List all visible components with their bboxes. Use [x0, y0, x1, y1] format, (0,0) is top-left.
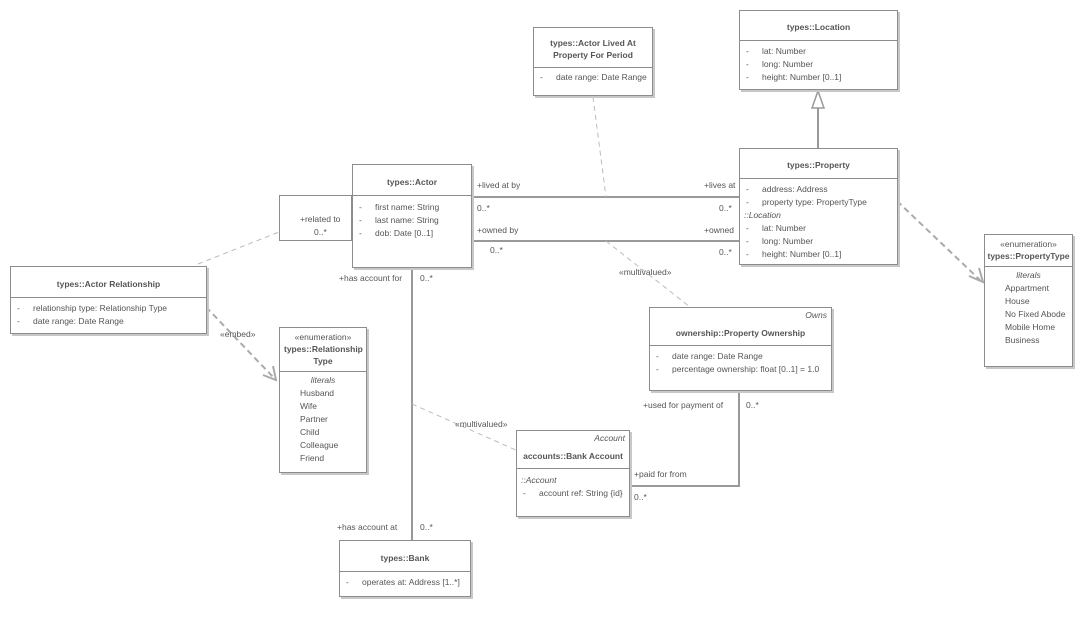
lived-at-by-multiplicity: 0..*: [477, 203, 490, 213]
attribute-row: -long: Number: [746, 236, 814, 246]
literals-header: literals: [1016, 270, 1041, 280]
attribute-row: -property type: PropertyType: [746, 197, 867, 207]
lived-at-attributes: -date range: Date Range: [534, 67, 652, 84]
attribute-row: -percentage ownership: float [0..1] = 1.…: [656, 364, 820, 374]
literals-header: literals: [310, 375, 336, 385]
attribute-row: -height: Number [0..1]: [746, 249, 842, 259]
attribute-row: -address: Address: [746, 184, 828, 194]
location-attributes: -lat: Number -long: Number -height: Numb…: [740, 40, 897, 84]
multivalued-label-ownership: «multivalued»: [619, 267, 672, 277]
property-ownership-attributes: -date range: Date Range -percentage owne…: [650, 345, 831, 376]
related-to-multiplicity: 0..*: [314, 227, 327, 237]
paid-for-from-multiplicity: 0..*: [634, 492, 647, 502]
has-account-at-label: +has account at: [337, 522, 398, 532]
actor-relationship-attributes: -relationship type: Relationship Type -d…: [11, 297, 206, 328]
owned-by-label: +owned by: [477, 225, 519, 235]
literal-item: Mobile Home: [1005, 322, 1056, 332]
location-class[interactable]: types::Location -lat: Number -long: Numb…: [739, 10, 898, 90]
used-for-payment-label: +used for payment of: [643, 400, 724, 410]
lived-at-class[interactable]: types::Actor Lived At Property For Perio…: [533, 27, 653, 96]
attribute-row: -dob: Date [0..1]: [359, 228, 434, 238]
property-ownership-title: ownership::Property Ownership: [675, 328, 806, 338]
literal-item: Business: [1005, 335, 1040, 345]
property-ownership-class[interactable]: Owns ownership::Property Ownership -date…: [649, 307, 832, 391]
actor-attributes: -first name: String -last name: String -…: [353, 195, 471, 240]
embed-dependency-line-2: [896, 200, 981, 281]
property-type-enum[interactable]: «enumeration» types::PropertyType litera…: [984, 234, 1073, 367]
lived-at-by-label: +lived at by: [477, 180, 521, 190]
payment-association: [629, 391, 740, 487]
bank-account-title: accounts::Bank Account: [523, 451, 623, 461]
property-class-title: types::Property: [787, 160, 850, 170]
bank-account-class[interactable]: Account accounts::Bank Account ::Account…: [516, 430, 630, 517]
bank-account-assoc-class-link: [411, 403, 519, 452]
inherited-header: ::Account: [521, 475, 557, 485]
relationship-type-literals: literals Husband Wife Partner Child Coll…: [280, 371, 366, 465]
enumeration-stereotype: «enumeration»: [1000, 239, 1057, 249]
embed-arrowhead: [262, 365, 278, 382]
literal-item: Child: [300, 427, 320, 437]
attribute-row: -date range: Date Range: [17, 316, 124, 326]
literal-item: Appartment: [1005, 283, 1049, 293]
embed-arrowhead-2: [968, 267, 985, 284]
relationship-type-title: types::Relationship Type: [284, 344, 363, 366]
used-for-payment-multiplicity: 0..*: [746, 400, 759, 410]
actor-relationship-class[interactable]: types::Actor Relationship -relationship …: [10, 266, 207, 334]
literal-item: House: [1005, 296, 1030, 306]
has-account-for-multiplicity: 0..*: [420, 273, 433, 283]
literal-item: Colleague: [300, 440, 339, 450]
related-to-label-box[interactable]: [279, 195, 352, 241]
lived-at-class-title: types::Actor Lived At Property For Perio…: [550, 38, 636, 60]
attribute-row: -date range: Date Range: [656, 351, 763, 361]
lives-at-multiplicity: 0..*: [719, 203, 732, 213]
has-account-at-multiplicity: 0..*: [420, 522, 433, 532]
embed-dependency-line: [205, 306, 275, 379]
inherited-header: ::Location: [744, 210, 781, 220]
literal-item: Husband: [300, 388, 335, 398]
actor-relationship-title: types::Actor Relationship: [56, 279, 161, 289]
embed-label: «embed»: [220, 329, 256, 339]
related-to-label: +related to: [300, 214, 341, 224]
bank-attributes: -operates at: Address [1..*]: [340, 571, 470, 589]
attribute-row: -date range: Date Range: [540, 72, 647, 82]
attribute-row: -height: Number [0..1]: [746, 72, 842, 82]
property-class[interactable]: types::Property -address: Address -prope…: [739, 148, 898, 265]
attribute-row: -relationship type: Relationship Type: [17, 303, 168, 313]
owned-label: +owned: [704, 225, 735, 235]
owned-multiplicity: 0..*: [719, 247, 732, 257]
literal-item: Wife: [300, 401, 317, 411]
has-account-for-label: +has account for: [339, 273, 403, 283]
literal-item: Partner: [300, 414, 328, 424]
multivalued-label-bank-account: «multivalued»: [455, 419, 508, 429]
attribute-row: -lat: Number: [746, 223, 806, 233]
attribute-row: -last name: String: [359, 215, 439, 225]
relationship-assoc-class-link: [197, 231, 280, 265]
bank-class-title: types::Bank: [380, 553, 430, 563]
literal-item: Friend: [300, 453, 325, 463]
account-tag: Account: [594, 433, 625, 443]
attribute-row: -operates at: Address [1..*]: [346, 577, 460, 587]
actor-class[interactable]: types::Actor -first name: String -last n…: [352, 164, 472, 268]
property-type-title: types::PropertyType: [987, 251, 1070, 261]
bank-class[interactable]: types::Bank -operates at: Address [1..*]: [339, 540, 471, 597]
owned-by-multiplicity: 0..*: [490, 245, 503, 255]
literal-item: No Fixed Abode: [1005, 309, 1066, 319]
enumeration-stereotype: «enumeration»: [294, 332, 352, 342]
bank-account-attributes: ::Account -account ref: String {id}: [517, 468, 629, 500]
relationship-type-enum[interactable]: «enumeration» types::Relationship Type l…: [279, 327, 367, 473]
ownership-tag: Owns: [805, 310, 827, 320]
attribute-row: -lat: Number: [746, 46, 806, 56]
lives-at-label: +lives at: [704, 180, 736, 190]
property-attributes: -address: Address -property type: Proper…: [740, 178, 897, 261]
actor-class-title: types::Actor: [386, 177, 438, 187]
attribute-row: -account ref: String {id}: [523, 488, 623, 498]
paid-for-from-label: +paid for from: [634, 469, 687, 479]
lived-assoc-class-link: [592, 96, 607, 198]
attribute-row: -long: Number: [746, 59, 814, 69]
attribute-row: -first name: String: [359, 202, 440, 212]
location-class-title: types::Location: [786, 22, 851, 32]
generalization-arrowhead: [810, 88, 826, 109]
property-type-literals: literals Appartment House No Fixed Abode…: [985, 266, 1072, 347]
